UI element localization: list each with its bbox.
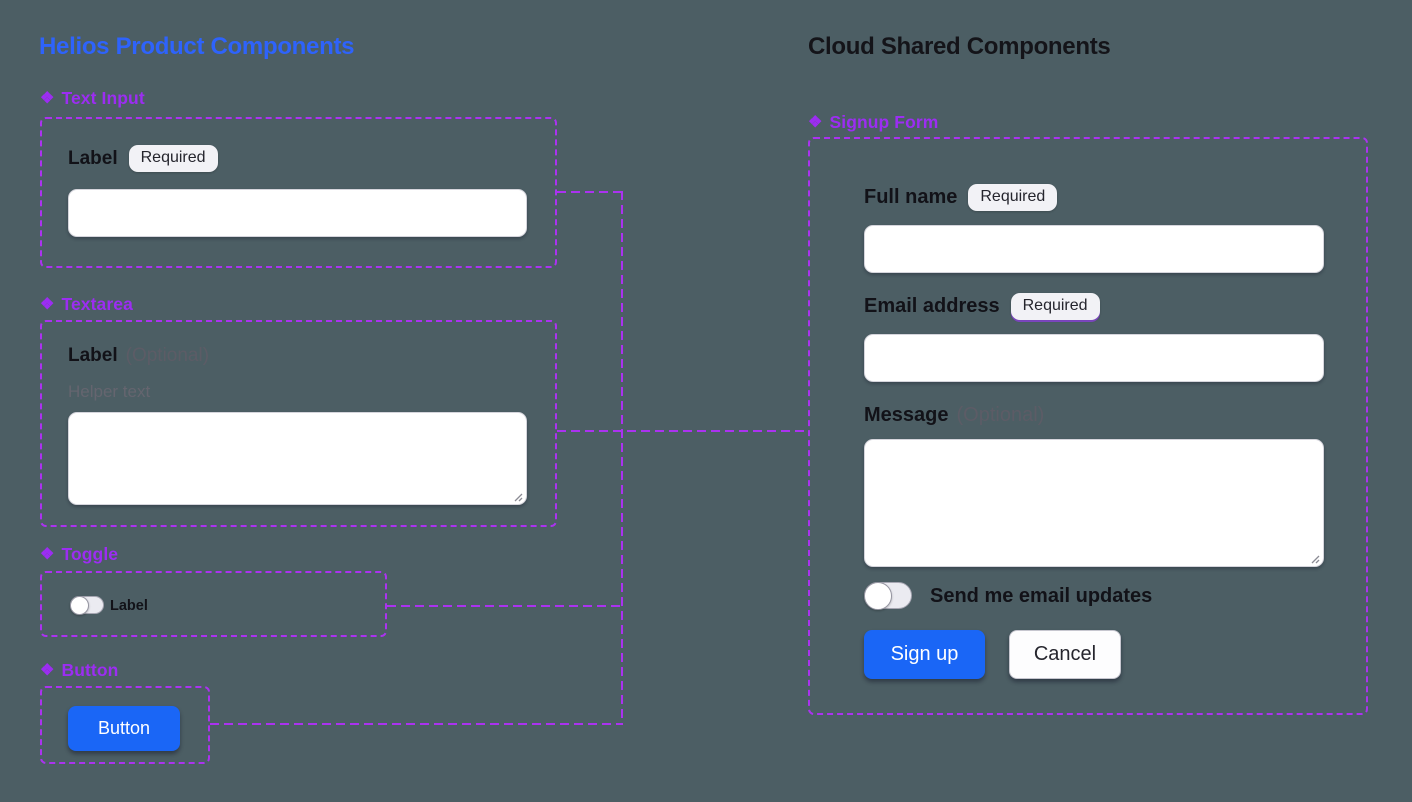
component-icon: ❖ [40, 545, 55, 563]
component-name: Text Input [61, 88, 145, 108]
component-label-textarea: ❖ Textarea [40, 294, 133, 315]
required-badge: Required [968, 184, 1058, 211]
cancel-button[interactable]: Cancel [1009, 630, 1121, 679]
text-input-component-frame: Label Required [40, 117, 557, 268]
textarea-component-frame: Label (Optional) Helper text [40, 320, 557, 527]
button-component-frame: Button [40, 686, 210, 764]
right-section-title: Cloud Shared Components [808, 33, 1111, 60]
component-icon: ❖ [40, 295, 55, 313]
textarea-label: Label [68, 345, 118, 366]
email-updates-toggle[interactable] [864, 582, 912, 610]
component-label-signup-form: ❖ Signup Form [808, 112, 938, 133]
toggle-switch[interactable] [70, 596, 104, 615]
connector-button [210, 723, 621, 725]
component-name: Toggle [61, 544, 119, 564]
optional-tag: (Optional) [956, 404, 1045, 426]
email-label: Email address [864, 295, 1000, 317]
component-label-text-input: ❖ Text Input [40, 88, 145, 109]
required-badge: Required [128, 145, 218, 172]
toggle-knob [70, 596, 89, 615]
connector-trunk [621, 191, 623, 725]
email-input[interactable] [864, 334, 1324, 382]
helper-text: Helper text [68, 382, 151, 401]
email-updates-label: Send me email updates [930, 585, 1153, 607]
message-textarea[interactable] [864, 439, 1324, 567]
signup-form-component-frame: Full name Required Email address Require… [808, 137, 1368, 715]
component-icon: ❖ [40, 661, 55, 679]
component-name: Button [61, 660, 119, 680]
toggle-knob [864, 582, 892, 610]
connector-text-input [557, 191, 622, 193]
sign-up-button[interactable]: Sign up [864, 630, 985, 679]
connector-textarea-to-form [557, 430, 808, 432]
optional-tag: (Optional) [125, 345, 210, 366]
message-label: Message [864, 404, 949, 426]
text-input-label: Label [68, 147, 118, 169]
component-icon: ❖ [40, 89, 55, 107]
textarea-field[interactable] [68, 412, 527, 505]
toggle-label: Label [110, 598, 148, 614]
connector-toggle [387, 605, 621, 607]
sample-button[interactable]: Button [68, 706, 180, 751]
component-name: Signup Form [829, 112, 939, 132]
component-label-button: ❖ Button [40, 660, 118, 681]
component-label-toggle: ❖ Toggle [40, 544, 118, 565]
toggle-component-frame: Label [40, 571, 387, 637]
left-section-title: Helios Product Components [39, 33, 355, 60]
full-name-input[interactable] [864, 225, 1324, 273]
component-icon: ❖ [808, 113, 823, 131]
full-name-label: Full name [864, 186, 958, 208]
component-name: Textarea [61, 294, 133, 314]
required-badge: Required [1010, 293, 1100, 320]
text-input-field[interactable] [68, 189, 527, 237]
